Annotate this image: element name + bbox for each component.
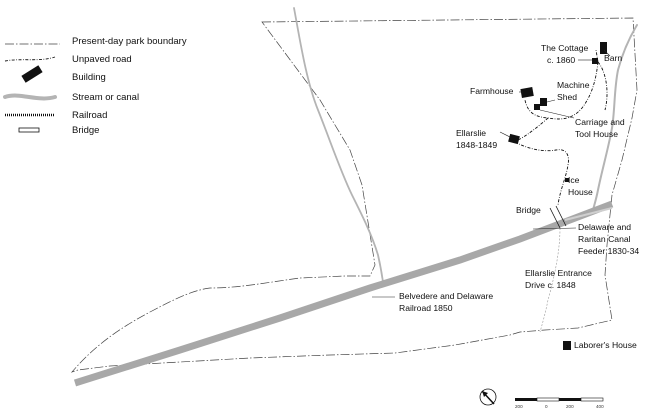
legend-bridge-label: Bridge bbox=[72, 125, 99, 136]
legend-road-label: Unpaved road bbox=[72, 54, 132, 65]
label-carriage-1: Carriage and bbox=[575, 117, 625, 127]
label-ice-house-2: House bbox=[568, 187, 593, 197]
label-machine-shed-2: Shed bbox=[557, 92, 577, 102]
label-ellarslie-2: 1848-1849 bbox=[456, 140, 497, 150]
legend-railroad-label: Railroad bbox=[72, 110, 107, 121]
legend-bridge-symbol bbox=[18, 127, 40, 133]
scale-bar: 200 0 200 400 bbox=[515, 397, 604, 409]
legend-building-symbol bbox=[21, 65, 43, 83]
legend: Present-day park boundary Unpaved road B… bbox=[3, 36, 187, 136]
label-ice-house-1: Ice bbox=[568, 175, 580, 185]
scale-tick-3: 400 bbox=[596, 404, 604, 409]
label-canal-1: Delaware and bbox=[578, 222, 631, 232]
road-main bbox=[524, 61, 608, 120]
leader-barn bbox=[603, 49, 611, 57]
road-ellarslie bbox=[514, 141, 569, 206]
bridge bbox=[549, 205, 567, 229]
canal-feeder bbox=[564, 207, 613, 221]
park-boundary bbox=[70, 17, 638, 373]
building-laborers-house bbox=[563, 341, 571, 350]
building-ellarslie bbox=[508, 133, 520, 145]
label-railroad-2: Railroad 1850 bbox=[399, 303, 453, 313]
legend-road-symbol bbox=[4, 56, 56, 62]
building-barn bbox=[600, 42, 607, 54]
legend-boundary-label: Present-day park boundary bbox=[72, 36, 187, 47]
building-machine-shed bbox=[540, 98, 547, 106]
legend-building-label: Building bbox=[72, 72, 106, 83]
building-cottage bbox=[592, 58, 598, 64]
label-canal-3: Feeder 1830-34 bbox=[578, 246, 639, 256]
leader-canal bbox=[532, 227, 577, 230]
legend-stream-symbol bbox=[3, 93, 57, 101]
north-arrow bbox=[479, 388, 497, 406]
label-canal-2: Raritan Canal bbox=[578, 234, 631, 244]
label-farmhouse: Farmhouse bbox=[470, 86, 514, 96]
label-cottage-1: The Cottage bbox=[541, 43, 589, 53]
road-carriage bbox=[517, 117, 549, 141]
scale-tick-2: 200 bbox=[566, 404, 574, 409]
leader-carriage bbox=[539, 109, 575, 119]
legend-stream-label: Stream or canal bbox=[72, 92, 139, 103]
label-machine-shed-1: Machine bbox=[557, 80, 590, 90]
scale-tick-1: 0 bbox=[545, 404, 548, 409]
label-drive-2: Drive c. 1848 bbox=[525, 280, 576, 290]
road-entrance-drive bbox=[539, 227, 561, 333]
label-carriage-2: Tool House bbox=[575, 129, 618, 139]
stream-east bbox=[592, 24, 638, 211]
label-barn: Barn bbox=[604, 53, 622, 63]
scale-tick-0: 200 bbox=[515, 404, 523, 409]
label-laborers-house: Laborer's House bbox=[574, 340, 637, 350]
leader-machine-shed bbox=[546, 99, 556, 103]
label-bridge: Bridge bbox=[516, 205, 541, 215]
building-ice-house bbox=[565, 178, 569, 182]
stream-west bbox=[293, 7, 384, 283]
building-farmhouse bbox=[520, 87, 534, 98]
label-cottage-2: c. 1860 bbox=[547, 55, 575, 65]
label-ellarslie-1: Ellarslie bbox=[456, 128, 486, 138]
building-carriage-house bbox=[534, 104, 540, 110]
label-railroad-1: Belvedere and Delaware bbox=[399, 291, 493, 301]
railroad bbox=[73, 200, 614, 387]
leader-ellarslie bbox=[499, 131, 511, 138]
label-drive-1: Ellarslie Entrance bbox=[525, 268, 592, 278]
